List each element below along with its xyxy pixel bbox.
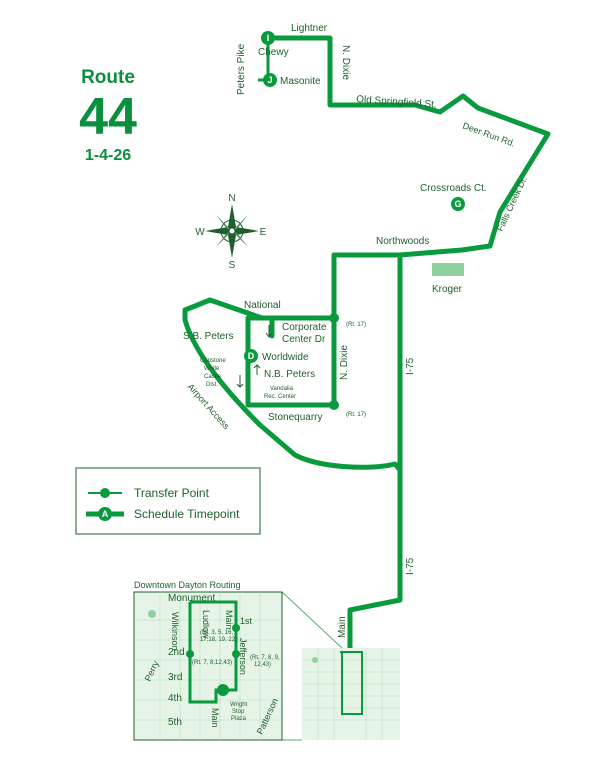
inset-routes-right-1: (Rt. 7, 8, 9, [250,655,280,661]
street-sb-peters: S.B. Peters [183,331,234,342]
inset-first: 1st [240,616,253,626]
svg-text:D: D [248,351,255,361]
inset-wilkinson: Wilkinson [170,612,180,651]
label-vandalia-2: Rec. Center [264,394,296,400]
label-corporate-2: Center Dr [282,334,326,345]
compass-w: W [195,227,205,238]
inset-wright-2: Stop [232,709,245,715]
kroger-store [432,263,464,276]
inset-wright-3: Plaza [231,716,247,722]
label-corporate-1: Corporate [282,322,327,333]
route-44-path [182,35,551,651]
street-falls-creek: Falls Creek Dr. [495,175,529,233]
timepoint-I: I [261,31,275,45]
label-rt17-a: (Rt. 17) [346,322,366,328]
compass-s: S [229,260,236,271]
compass-rose-icon [205,204,259,258]
label-capstone-4: Dist. [206,382,218,388]
inset-second: 2nd [168,647,185,658]
inset-monument: Monument [168,593,215,604]
label-crossroads: Crossroads Ct. [420,183,487,194]
label-worldwide: Worldwide [262,352,309,363]
compass-e: E [260,227,267,238]
label-vandalia-1: Vandalia [270,386,294,392]
street-stonequarry: Stonequarry [268,412,322,423]
timepoint-J: J [263,73,277,87]
street-peters-pike: Peters Pike [236,43,247,95]
inset-routes-top-2: 17,18, 19, 22) [200,637,237,643]
svg-text:J: J [267,75,272,85]
inset-routes-top-1: (Rt. 3, 5, 16, [200,630,233,636]
inset-routes-right-2: 12,43) [254,662,271,668]
svg-text:I: I [267,33,270,43]
legend-transfer: Transfer Point [134,486,210,500]
compass-n: N [228,193,235,204]
label-nb-peters: N.B. Peters [264,369,315,380]
street-i75-lower: I-75 [405,557,416,575]
legend-schedule: Schedule Timepoint [134,507,240,521]
route-number: 44 [79,88,137,146]
street-n-dixie-north: N. Dixie [340,45,351,80]
street-main: Main [337,616,348,638]
legend-schedule-letter: A [102,509,109,519]
timepoint-D: D [244,349,258,363]
arrow-down-icon [265,325,273,338]
street-old-springfield: Old Springfield St. [356,94,437,111]
street-northwoods: Northwoods [376,236,429,247]
arrow-down-icon [236,375,244,388]
label-capstone-1: Capstone [200,358,226,364]
downtown-minimap [302,648,400,740]
arrow-up-icon [253,364,261,375]
inset-fifth: 5th [168,717,182,728]
inset-wright-1: Wright [230,702,248,708]
label-chewy: Chewy [258,47,289,58]
downtown-inset [133,591,283,741]
effective-date: 1-4-26 [85,147,131,164]
label-capstone-2: White [204,366,220,372]
inset-main-bottom: Main [210,708,220,728]
svg-text:G: G [454,199,461,209]
inset-routes-left: (Rt. 7, 8,12,43) [192,660,232,666]
street-deer-run: Deer Run Rd. [461,120,516,148]
inset-ludlow: Ludlow [201,610,211,639]
inset-main-top: Main [224,610,234,630]
label-masonite: Masonite [280,76,321,87]
inset-fourth: 4th [168,693,182,704]
legend: Transfer Point A Schedule Timepoint [75,467,261,535]
kroger-label: Kroger [432,284,463,295]
label-rt17-b: (Rt. 17) [346,412,366,418]
timepoint-G: G [451,197,465,211]
inset-third: 3rd [168,672,182,683]
street-national: National [244,300,281,311]
route-word: Route [81,67,135,88]
inset-title: Downtown Dayton Routing [134,580,241,590]
inset-jefferson: Jefferson [238,638,248,675]
transfer-point-national [329,313,339,323]
transfer-point-stonequarry [329,400,339,410]
inset-connector [281,591,343,649]
label-capstone-3: Castle [204,374,222,380]
street-i75-upper: I-75 [405,357,416,375]
street-n-dixie-south: N. Dixie [339,345,350,380]
street-lightner: Lightner [291,23,328,34]
